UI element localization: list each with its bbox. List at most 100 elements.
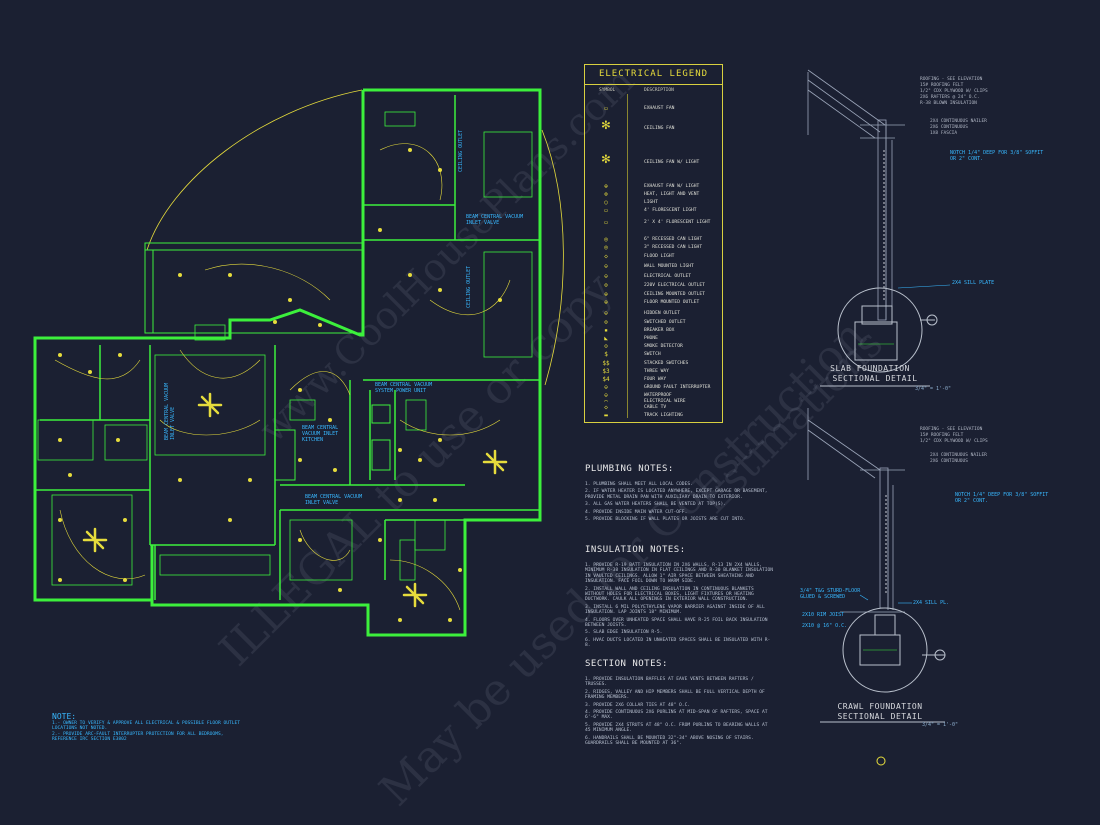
- legend-item: ▭2' X 4' FLORESCENT LIGHT: [585, 219, 724, 227]
- florescent-light-icon: ▭: [604, 207, 608, 214]
- outlet-icon: ⊖: [604, 273, 608, 280]
- svg-text:2X6 CONTINUOUS: 2X6 CONTINUOUS: [930, 124, 968, 130]
- heat-light-vent-icon: ⊗: [604, 191, 608, 198]
- notch-label-2: NOTCH 1/4" DEEP FOR 3/8" SOFFIT OR 2" CO…: [955, 492, 1075, 504]
- insulation-note: 3. INSTALL 6 MIL POLYETHYLENE VAPOR BARR…: [585, 604, 765, 616]
- crawl-detail-title: CRAWL FOUNDATION: [837, 702, 923, 711]
- legend-item: ▬TRACK LIGHTING: [585, 412, 724, 420]
- legend-item: ⌒ELECTRICAL WIRE: [585, 398, 724, 406]
- hidden-outlet-icon: ⊖: [604, 310, 608, 317]
- notch-text: NOTCH 1/4" DEEP FOR 3/8" SOFFIT: [955, 492, 1049, 498]
- crawl-sill-label: 2X4 SILL PL.: [913, 600, 950, 606]
- notch-text: NOTCH 1/4" DEEP FOR 3/8" SOFFIT: [950, 150, 1044, 156]
- legend-item: ◣PHONE: [585, 335, 724, 343]
- cable-tv-icon: ◇: [604, 404, 608, 411]
- section-note: 6. HANDRAILS SHALL BE MOUNTED 32"-34" AB…: [585, 735, 754, 747]
- section-note: 3. PROVIDE 2X6 COLLAR TIES AT 48" O.C.: [585, 702, 691, 708]
- svg-text:2X4 CONTINUOUS NAILER: 2X4 CONTINUOUS NAILER: [930, 452, 987, 458]
- section-note: 4. PROVIDE CONTINUOUS 2X6 PURLINS AT MID…: [585, 710, 768, 721]
- svg-text:2X6 CONTINUOUS: 2X6 CONTINUOUS: [930, 458, 968, 464]
- notch-text-b: OR 2" CONT.: [955, 498, 989, 504]
- insulation-note: 1. PROVIDE R-19 BATT INSULATION IN 2X6 W…: [585, 563, 774, 585]
- breaker-box-icon: ▪: [604, 327, 608, 334]
- svg-text:1/2" CDX PLYWOOD W/ CLIPS: 1/2" CDX PLYWOOD W/ CLIPS: [920, 438, 988, 444]
- florescent-2x4-icon: ▭: [604, 219, 608, 226]
- svg-text:15# ROOFING FELT: 15# ROOFING FELT: [920, 82, 964, 88]
- slab-sill-label: 2X4 SILL PLATE: [952, 280, 995, 286]
- three-way-icon: $3: [602, 368, 610, 375]
- switched-outlet-icon: ⊜: [604, 319, 608, 326]
- legend-item-label: CABLE TV: [644, 405, 667, 410]
- plumbing-note: 5. PROVIDE BLOCKING IF WALL PLATES OR JO…: [585, 517, 746, 523]
- legend-item-label: HIDDEN OUTLET: [644, 311, 680, 316]
- four-way-icon: $4: [602, 376, 610, 383]
- svg-text:ROOFING - SEE ELEVATION: ROOFING - SEE ELEVATION: [920, 76, 983, 82]
- ceiling-fan-icon: ✻: [601, 117, 611, 133]
- section-title: SECTION NOTES:: [585, 659, 668, 669]
- legend-item-label: CEILING FAN: [644, 126, 675, 131]
- legend-item: ⊕EXHAUST FAN W/ LIGHT: [585, 183, 724, 191]
- legend-item: ▪BREAKER BOX: [585, 327, 724, 335]
- insulation-note: 5. SLAB EDGE INSULATION R-5.: [585, 630, 663, 636]
- legend-item: $3 THREE WAY: [585, 368, 724, 376]
- notch-label-1: NOTCH 1/4" DEEP FOR 3/8" SOFFIT OR 2" CO…: [950, 150, 1070, 162]
- legend-item: ▭4' FLORESCENT LIGHT: [585, 207, 724, 215]
- slab-detail-title: SLAB FOUNDATION: [830, 364, 910, 373]
- legend-column-divider: [627, 94, 628, 418]
- legend-item: ⊕ CEILING MOUNTED OUTLET: [585, 291, 724, 299]
- legend-item-label: 6" RECESSED CAN LIGHT: [644, 237, 703, 242]
- flood-light-icon: ◇: [604, 253, 608, 260]
- legend-item: ◎3" RECESSED CAN LIGHT: [585, 244, 724, 252]
- waterproof-icon: ⊖: [604, 392, 608, 399]
- wall-light-icon: ⊖: [604, 263, 608, 270]
- rim-joist-label: 2X10 RIM JOIST: [802, 612, 845, 618]
- section-note: 5. PROVIDE 2X4 STRUTS AT 48" O.C. FROM P…: [585, 722, 768, 734]
- gfi-icon: ⊖: [604, 384, 608, 391]
- legend-item-label: CEILING MOUNTED OUTLET: [644, 292, 705, 297]
- svg-text:1/2" CDX PLYWOOD W/ CLIPS: 1/2" CDX PLYWOOD W/ CLIPS: [920, 88, 988, 94]
- ceiling-fan-icon: [82, 392, 508, 608]
- legend-item-label: EXHAUST FAN W/ LIGHT: [644, 184, 700, 189]
- tg-studs-label: 3/4" T&G STURD-FLOOR GLUED & SCREWED: [800, 588, 861, 600]
- plumbing-notes: PLUMBING NOTES: 1. PLUMBING SHALL MEET A…: [585, 464, 775, 522]
- notch-text-b: OR 2" CONT.: [950, 156, 984, 162]
- recessed-can-3-icon: ◎: [604, 244, 608, 251]
- stacked-switches-icon: $$: [602, 360, 610, 367]
- legend-item-label: FLOOR MOUNTED OUTLET: [644, 300, 700, 305]
- legend-item: ⊖WALL MOUNTED LIGHT: [585, 263, 724, 271]
- legend-item-label: ELECTRICAL OUTLET: [644, 274, 692, 279]
- ceiling-fan-light-icon: ✻: [601, 151, 611, 167]
- insulation-note: 2. INSTALL WALL AND CEILING INSULATION I…: [585, 586, 754, 603]
- slab-detail-scale: 3/4" = 1'-0": [914, 386, 952, 392]
- joist-label: 2X10 @ 16" O.C.: [802, 623, 848, 629]
- note-line: 1.- OWNER TO VERIFY & APPROVE ALL ELECTR…: [52, 721, 241, 732]
- legend-item: ⊖ HIDDEN OUTLET: [585, 310, 724, 318]
- legend-item: $$STACKED SWITCHES: [585, 360, 724, 368]
- phone-icon: ◣: [604, 335, 608, 342]
- legend-item: ⊖ GROUND FAULT INTERRUPTER: [585, 384, 724, 392]
- svg-text:1X8 FASCIA: 1X8 FASCIA: [930, 130, 957, 136]
- legend-item-label: WATERPROOF: [644, 393, 672, 398]
- svg-text:15# ROOFING FELT: 15# ROOFING FELT: [920, 432, 964, 438]
- legend-item-label: SWITCH: [644, 352, 661, 357]
- legend-divider: [585, 84, 722, 85]
- exhaust-fan-icon: ▭: [604, 105, 608, 112]
- crawl-detail-subtitle: SECTIONAL DETAIL: [837, 712, 923, 721]
- legend-item: ⊖ ELECTRICAL OUTLET: [585, 273, 724, 281]
- legend-item-label: THREE WAY: [644, 369, 669, 374]
- legend-item-label: EXHAUST FAN: [644, 106, 675, 111]
- light-icon: ○: [604, 199, 608, 206]
- ceiling-outlet-icon: ⊕: [604, 291, 608, 298]
- legend-item: ✻ CEILING FAN: [585, 118, 724, 133]
- plumbing-note: 3. ALL GAS WATER HEATERS SHALL BE VENTED…: [585, 502, 727, 508]
- vac-kitchen-label: BEAM CENTRAL VACUUM INLET KITCHEN: [302, 425, 339, 443]
- electrical-wire-icon: ⌒: [604, 398, 608, 405]
- plumbing-note: 2. IF WATER HEATER IS LOCATED ANYWHERE, …: [585, 489, 768, 500]
- smoke-detector-icon: ⊙: [604, 343, 608, 350]
- insulation-title: INSULATION NOTES:: [585, 545, 686, 555]
- crawl-detail-scale: 3/4" = 1'-0": [921, 722, 959, 728]
- legend-item-label: SWITCHED OUTLET: [644, 320, 686, 325]
- legend-item: ▭ EXHAUST FAN: [585, 105, 724, 113]
- legend-item-label: GROUND FAULT INTERRUPTER: [644, 385, 711, 390]
